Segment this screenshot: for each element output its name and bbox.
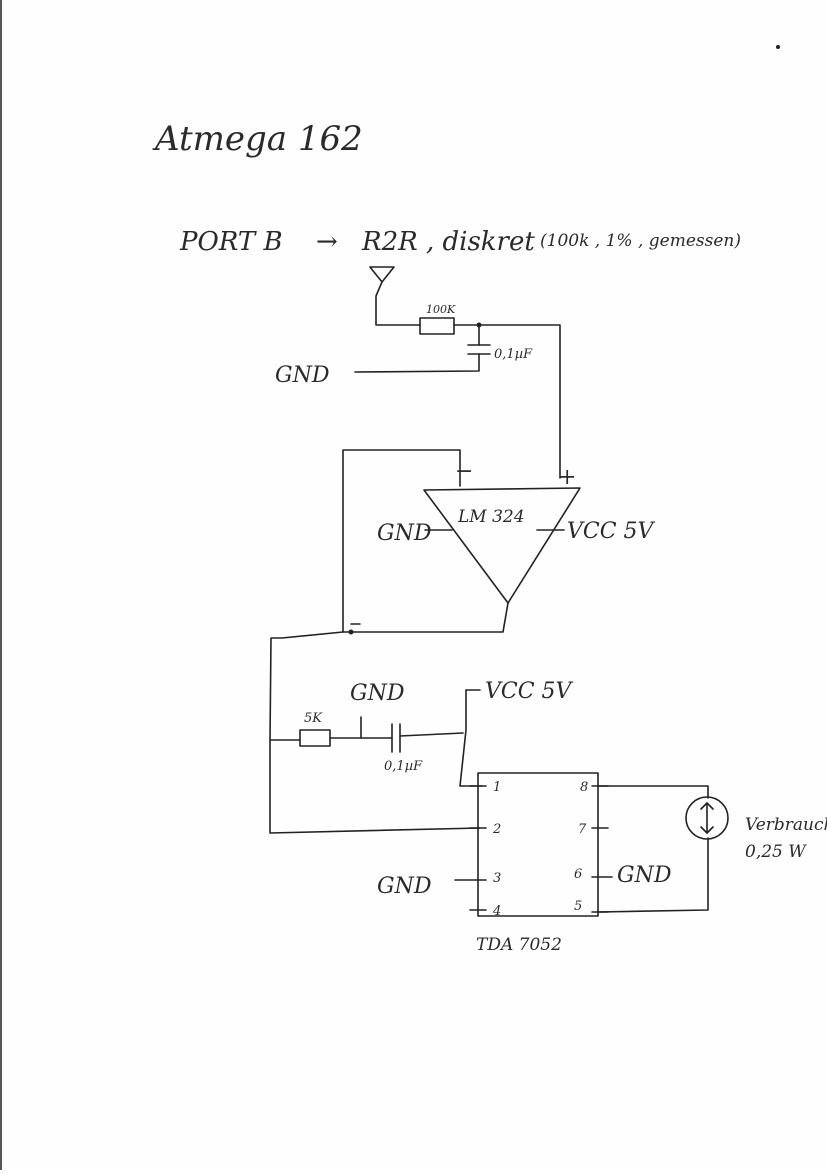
capacitor-output-label: 0,1µF — [384, 759, 423, 774]
amp-tda7052: 1 2 3 4 8 7 6 5 TDA 7052 — [476, 772, 599, 955]
pin-1-label: 1 — [493, 780, 501, 795]
r2r-note: (100k , 1% , gemessen) — [540, 231, 741, 251]
speaker-label: Verbraucht — [745, 815, 827, 835]
opamp-lm324: − + LM 324 — [423, 459, 581, 604]
resistor-5k-label: 5K — [304, 711, 323, 726]
resistor-100k: 100K — [419, 303, 456, 335]
pin-8-label: 8 — [580, 780, 588, 795]
capacitor-filter: 0,1µF — [354, 324, 533, 373]
gnd-filter-label: GND — [275, 363, 330, 388]
speaker-power: 0,25 W — [745, 842, 807, 862]
pin-6-label: 6 — [574, 867, 582, 882]
opamp-name: LM 324 — [457, 507, 525, 527]
amp-gnd-right-label: GND — [617, 863, 672, 888]
r2r-label: R2R , diskret — [361, 227, 535, 257]
wire-filter-to-plus — [453, 324, 561, 479]
scan-dot — [776, 45, 780, 49]
wire-feedback — [342, 449, 461, 633]
capacitor-output: 0,1µF — [384, 723, 423, 774]
port-arrow: → — [316, 227, 338, 257]
resistor-5k: 5K — [299, 711, 331, 747]
resistor-100k-label: 100K — [426, 303, 456, 316]
pin-7-label: 7 — [578, 822, 587, 837]
opamp-minus: − — [455, 459, 473, 484]
opamp-gnd-label: GND — [377, 521, 432, 546]
speaker-icon — [685, 796, 729, 840]
wire-vcc-to-pin1 — [459, 689, 483, 787]
wire-cap-to-pin1 — [399, 732, 464, 737]
pin-4-label: 4 — [492, 904, 501, 919]
opamp-vcc-label: VCC 5V — [567, 519, 656, 544]
output-vcc-label: VCC 5V — [485, 679, 574, 704]
amp-gnd-left-label: GND — [377, 874, 432, 899]
opamp-plus: + — [558, 465, 576, 490]
wire-pin8-to-speaker — [597, 785, 709, 799]
input-symbol — [369, 266, 421, 326]
capacitor-filter-label: 0,1µF — [494, 347, 533, 362]
wire-speaker-to-pin5 — [597, 837, 709, 913]
amp-name: TDA 7052 — [476, 935, 562, 955]
page-title: Atmega 162 — [152, 119, 363, 159]
wire-to-pin2 — [269, 739, 481, 834]
output-gnd-label: GND — [350, 681, 405, 706]
pin-5-label: 5 — [574, 899, 582, 914]
pin-2-label: 2 — [492, 822, 501, 837]
port-label: PORT B — [179, 227, 283, 257]
pin-3-label: 3 — [493, 871, 501, 886]
